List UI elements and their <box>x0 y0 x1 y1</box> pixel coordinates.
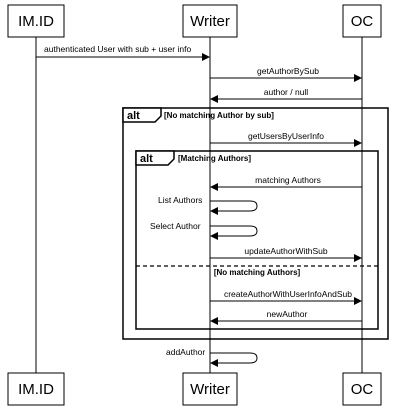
message-label: getUsersByUserInfo <box>248 131 324 141</box>
participant-label: Writer <box>190 13 230 30</box>
message-create-author: createAuthorWithUserInfoAndSub <box>210 289 362 305</box>
alt-else-divider: [No matching Authors] <box>136 265 378 277</box>
message-label: newAuthor <box>267 309 308 319</box>
message-label: getAuthorBySub <box>257 66 319 76</box>
message-label: List Authors <box>158 195 202 205</box>
participant-label: OC <box>351 13 374 30</box>
message-list-authors: List Authors <box>158 195 258 215</box>
participant-imid-bottom: IM.ID <box>7 372 65 406</box>
message-matching-authors: matching Authors <box>210 175 362 191</box>
participant-label: IM.ID <box>18 381 54 398</box>
message-label: author / null <box>264 87 309 97</box>
participant-writer-bottom: Writer <box>182 372 238 406</box>
message-update-author-with-sub: updateAuthorWithSub <box>210 246 362 262</box>
fragment-else-condition: [No matching Authors] <box>214 268 301 277</box>
participant-label: IM.ID <box>18 13 54 30</box>
message-label: matching Authors <box>255 175 321 185</box>
fragment-keyword: alt <box>127 110 140 122</box>
participant-writer-top: Writer <box>182 4 238 38</box>
participant-oc-top: OC <box>342 4 382 38</box>
participant-oc-bottom: OC <box>342 372 382 406</box>
fragment-keyword: alt <box>140 153 153 165</box>
fragment-condition: [No matching Author by sub] <box>164 111 274 120</box>
participant-label: Writer <box>190 381 230 398</box>
message-label: updateAuthorWithSub <box>244 246 327 256</box>
fragment-condition: [Matching Authors] <box>178 154 251 163</box>
participant-label: OC <box>351 381 374 398</box>
message-new-author: newAuthor <box>210 309 362 325</box>
message-label: createAuthorWithUserInfoAndSub <box>224 289 352 299</box>
message-authenticated-user: authenticated User with sub + user info <box>36 44 210 61</box>
message-label: authenticated User with sub + user info <box>44 44 191 54</box>
message-label: Select Author <box>150 221 201 231</box>
message-get-author-by-sub: getAuthorBySub <box>210 66 362 82</box>
message-add-author: addAuthor <box>166 347 258 367</box>
message-select-author: Select Author <box>150 221 258 240</box>
message-author-or-null: author / null <box>210 87 362 103</box>
participant-imid-top: IM.ID <box>7 4 65 38</box>
alt-fragment-outer: alt [No matching Author by sub] <box>122 107 389 340</box>
message-label: addAuthor <box>166 347 205 357</box>
alt-fragment-inner: alt [Matching Authors] <box>135 150 379 330</box>
message-get-users-by-user-info: getUsersByUserInfo <box>210 131 362 147</box>
